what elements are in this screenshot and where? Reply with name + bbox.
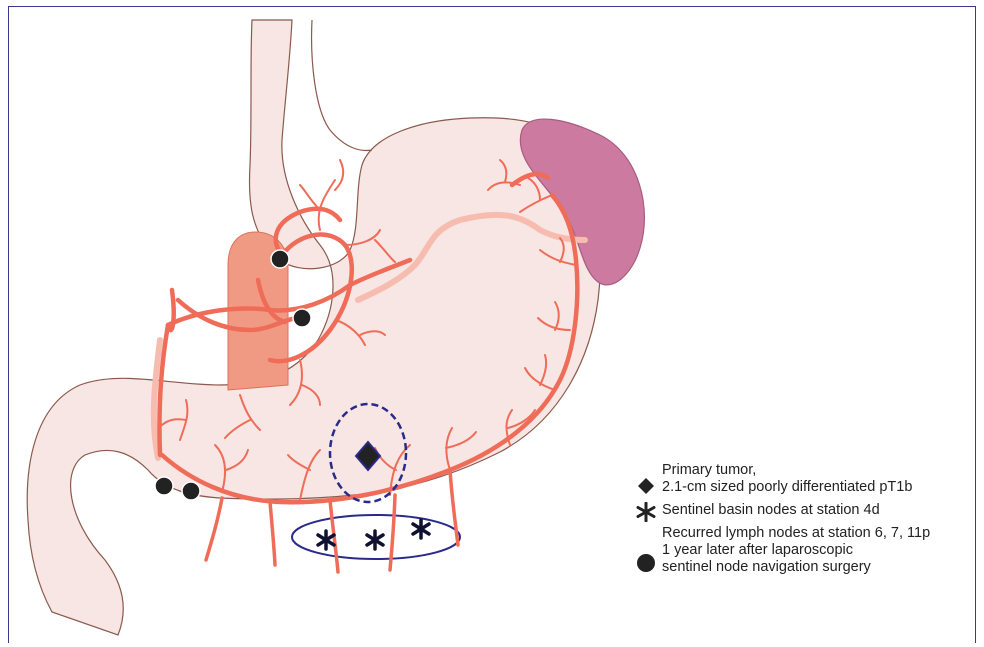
- diamond-icon: [636, 476, 656, 496]
- sentinel-node-3: [413, 520, 429, 538]
- legend-primary-tumor: Primary tumor, 2.1-cm sized poorly diffe…: [632, 462, 972, 496]
- recurred-node-1: [271, 250, 289, 268]
- recurred-node-4: [182, 482, 200, 500]
- legend: Primary tumor, 2.1-cm sized poorly diffe…: [632, 462, 972, 582]
- legend-recurred-nodes-label: Recurred lymph nodes at station 6, 7, 11…: [662, 525, 972, 576]
- legend-sentinel-basin: Sentinel basin nodes at station 4d: [632, 502, 972, 519]
- stomach: [27, 20, 601, 635]
- esophagus-edge: [312, 20, 372, 150]
- sentinel-node-1: [318, 531, 334, 549]
- recurred-node-3: [155, 477, 173, 495]
- legend-sentinel-basin-label: Sentinel basin nodes at station 4d: [662, 502, 972, 519]
- legend-recurred-nodes: Recurred lymph nodes at station 6, 7, 11…: [632, 525, 972, 576]
- filled-circle-icon: [636, 553, 656, 573]
- sentinel-nodes: [318, 520, 429, 549]
- recurred-node-2: [293, 309, 311, 327]
- asterisk-icon: [636, 502, 656, 522]
- legend-primary-tumor-label: Primary tumor, 2.1-cm sized poorly diffe…: [662, 462, 972, 496]
- sentinel-node-2: [367, 531, 383, 549]
